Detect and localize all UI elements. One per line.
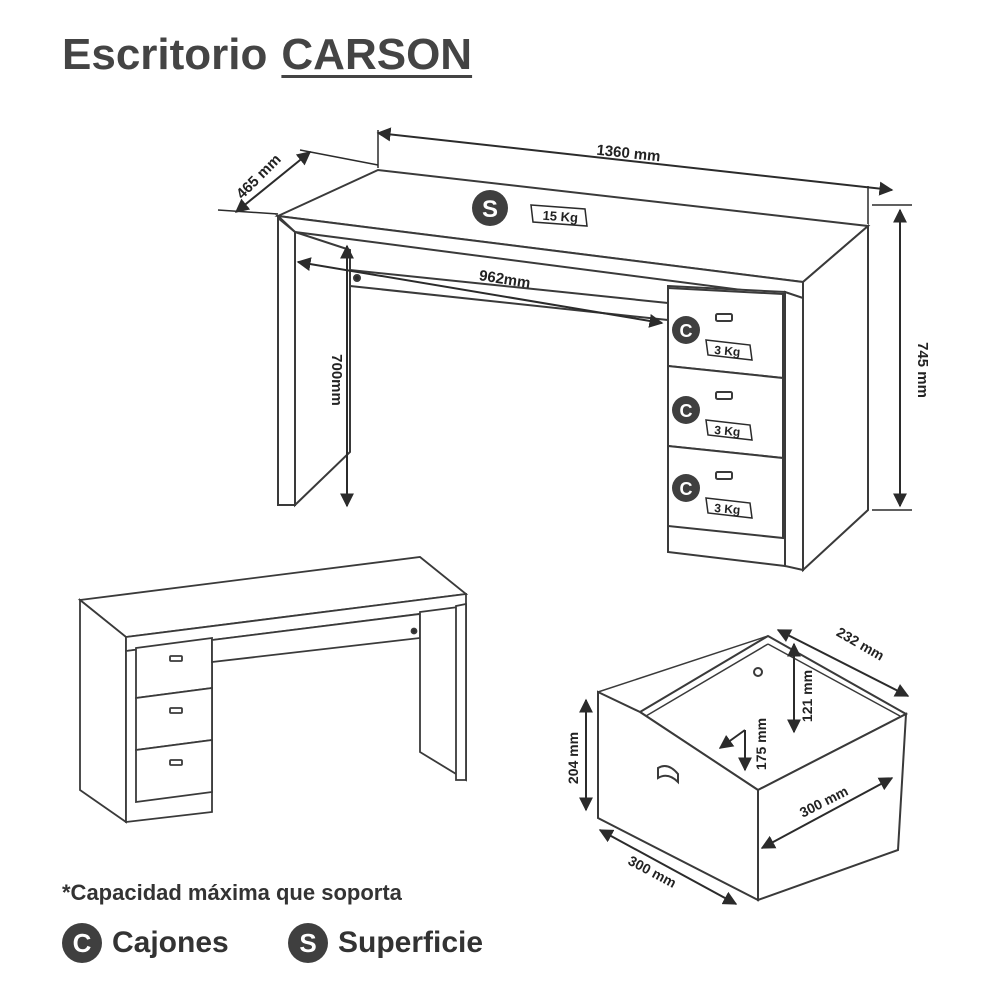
desk-right-side — [802, 223, 869, 573]
legend-drawers: C Cajones — [62, 923, 229, 963]
dim-depth-label: 465 mm — [233, 151, 285, 203]
drawer-capacity-1: C 3 Kg — [672, 316, 753, 361]
drawer-weight-icon — [705, 339, 753, 361]
dim-inner-width-line — [296, 257, 664, 328]
dim-drawer-inner-depth-line — [718, 729, 746, 749]
dim-depth-line — [234, 151, 312, 213]
dim-drawer-inner-depth-label: 175 mm — [753, 718, 769, 770]
dim-drawer-inner-width-line — [760, 777, 894, 849]
surface-capacity: S 15 Kg — [472, 190, 588, 227]
desk-left-leg — [277, 215, 296, 506]
dim-inner-height-label: 700mm — [328, 354, 345, 406]
dim-height-label: 745 mm — [914, 342, 931, 398]
dim-inner-width-label: 962mm — [478, 267, 532, 292]
alt-desk-right-leg-front — [455, 602, 467, 781]
surface-badge-icon — [472, 190, 508, 226]
capacity-footnote: *Capacidad máxima que soporta — [62, 880, 402, 905]
drawer-badge-letter: C — [680, 479, 693, 499]
drawer-weight-label: 3 Kg — [714, 501, 741, 517]
title-prefix: Escritorio — [62, 30, 268, 79]
drawer-badge-icon: C — [62, 923, 102, 963]
drawer-hole — [753, 667, 763, 677]
drawer-weight-label: 3 Kg — [714, 423, 741, 439]
page-title: Escritorio CARSON — [62, 30, 472, 80]
dim-drawer-front-height-label: 204 mm — [565, 732, 581, 784]
surface-badge-letter: S — [482, 196, 498, 223]
desk-alt-view — [77, 556, 469, 824]
dim-drawer-depth-label: 232 mm — [834, 624, 887, 664]
desk-back-rail-lower — [349, 285, 669, 321]
dim-drawer-inner-height-label: 121 mm — [799, 670, 815, 722]
drawer-2-handle — [715, 391, 733, 400]
dim-width-line — [376, 127, 894, 196]
desk-right-leg — [784, 290, 804, 572]
drawer-weight-icon — [705, 497, 753, 519]
title-model: CARSON — [281, 30, 473, 79]
drawer-weight-label: 3 Kg — [714, 343, 741, 359]
desk-main-view — [274, 168, 871, 573]
alt-drawer-3 — [135, 738, 213, 804]
main-dimension-lines — [217, 127, 912, 511]
surface-weight-icon — [530, 204, 588, 227]
surface-badge-icon: S — [288, 923, 328, 963]
surface-weight-label: 15 Kg — [542, 208, 578, 225]
drawer-badge-letter: C — [680, 321, 693, 341]
drawer-dimension-lines — [579, 629, 910, 905]
drawer-3-front — [667, 444, 784, 540]
drawer-weight-icon — [705, 419, 753, 441]
legend-drawers-label: Cajones — [112, 926, 229, 959]
dim-drawer-depth-line — [776, 629, 910, 697]
legend-surface-label: Superficie — [338, 926, 484, 959]
drawer-badge-icon — [672, 396, 700, 424]
drawer-badge-letter: C — [680, 401, 693, 421]
drawer-1-handle — [715, 313, 733, 322]
alt-desk-left-side — [79, 598, 127, 824]
drawer-badge-icon — [672, 316, 700, 344]
dim-drawer-front-width-line — [598, 829, 738, 905]
legend-surface: S Superficie — [288, 923, 483, 963]
drawer-handle-icon — [657, 765, 679, 785]
drawer-badge-icon — [672, 474, 700, 502]
dim-width-label: 1360 mm — [596, 142, 662, 166]
desk-rail-dot — [353, 274, 361, 282]
drawer-3-handle — [715, 471, 733, 480]
drawer-capacity-3: C 3 Kg — [672, 474, 753, 519]
drawer-capacity-2: C 3 Kg — [672, 396, 753, 441]
